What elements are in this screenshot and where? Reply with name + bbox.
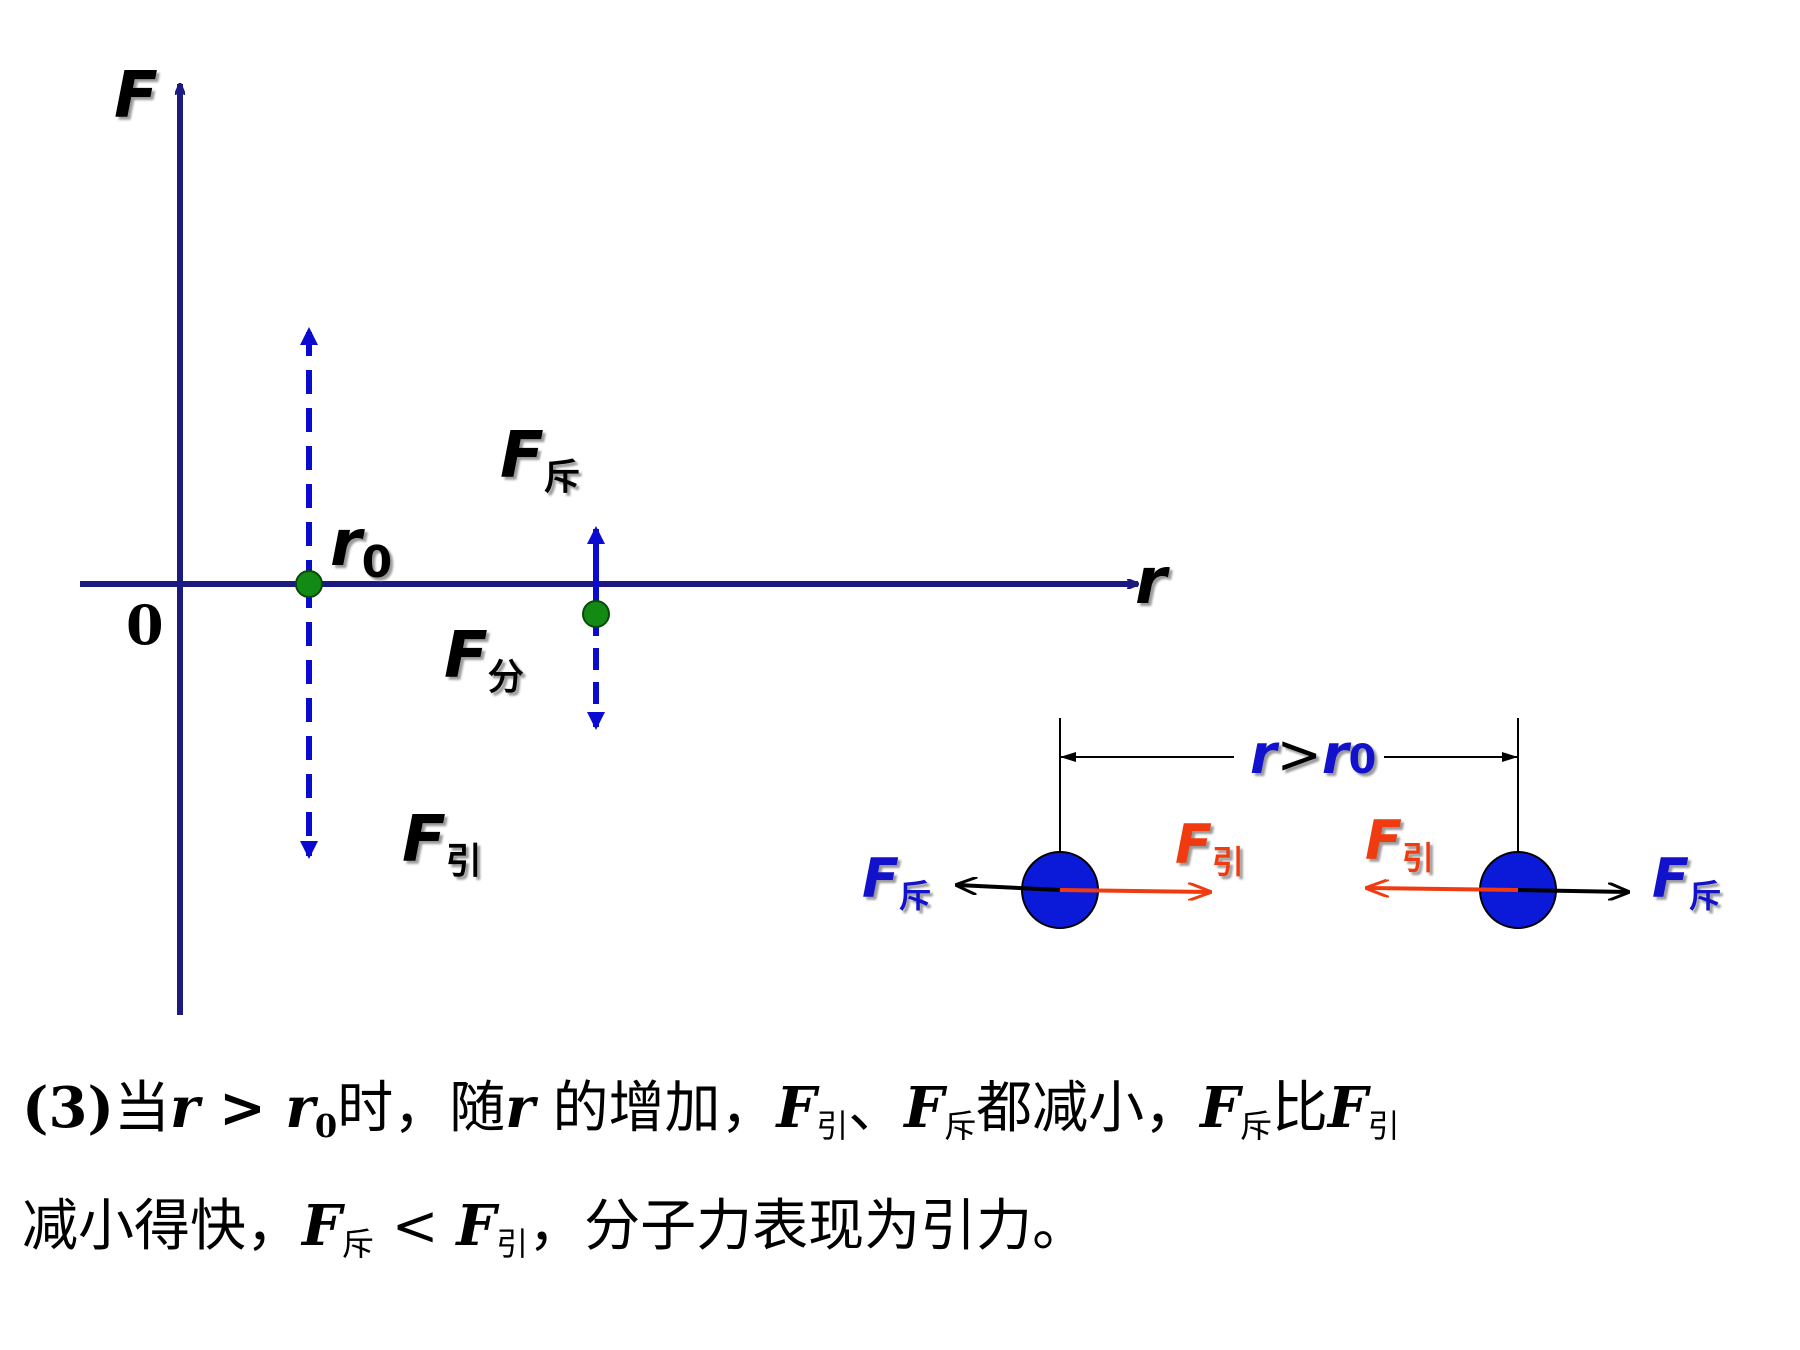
left-attraction-label: F引 [1175,818,1244,879]
molecular-force-point [582,600,610,628]
right-attraction-main: F [1365,809,1402,872]
caption-run: 比 [1271,1076,1328,1141]
caption-run: 引 [1367,1107,1400,1145]
caption-run: 引 [496,1225,529,1263]
caption-run: F [302,1193,342,1259]
r0-label-main: r [330,507,362,581]
distance-r0-main: r [1321,723,1349,786]
caption-run: 斥 [1239,1107,1272,1145]
right-attraction-arrow [1367,888,1519,890]
caption-run: > [199,1075,286,1141]
left-attraction-arrow [1059,890,1210,892]
repulsion-force-sub: 斥 [543,457,580,498]
right-repulsion-main: F [1652,847,1689,910]
caption-run: 时，随 [337,1076,506,1141]
left-repulsion-label: F斥 [862,852,931,913]
r0-label-sub: 0 [361,537,393,588]
attraction-force-main: F [402,803,446,877]
distance-r0-sub: 0 [1348,737,1377,783]
distance-r: r [1250,723,1277,786]
caption: (3)当r > r0时，随r 的增加，F引、F斥都减小，F斥比F引 减小得快，F… [22,1058,1762,1294]
caption-run: 的增加， [534,1076,777,1141]
caption-run: 、 [848,1076,905,1141]
left-attraction-sub: 引 [1211,843,1244,881]
caption-run: (3) [22,1075,114,1141]
attraction-force-label: F引 [402,808,482,880]
f-axis-label: F [114,59,158,133]
caption-run: 0 [314,1107,338,1145]
r-axis-label: r [1135,545,1167,619]
right-attraction-label: F引 [1365,814,1434,875]
left-repulsion-sub: 斥 [898,877,931,915]
left-repulsion-arrow [957,885,1061,890]
repulsion-force-main: F [500,419,544,493]
r0-label: r0 [330,512,392,585]
molecular-force-sub: 分 [487,657,524,698]
caption-run: 都减小， [976,1076,1201,1141]
caption-run: r [169,1075,200,1141]
caption-run: F [776,1075,817,1141]
caption-run: r [285,1075,315,1141]
left-repulsion-main: F [862,847,899,910]
right-repulsion-arrow [1517,890,1628,892]
right-repulsion-label: F斥 [1652,852,1721,913]
origin-label: 0 [126,593,164,657]
caption-run: F [904,1075,945,1141]
attraction-force-sub: 引 [445,841,482,882]
caption-run: F [1200,1075,1240,1141]
caption-run: ，分子力表现为引力。 [528,1194,1089,1259]
molecular-force-label: F分 [444,624,524,696]
caption-line-2: 减小得快，F斥 < F引，分子力表现为引力。 [22,1176,1762,1294]
repulsion-force-label: F斥 [500,424,580,496]
caption-run: 引 [816,1107,849,1145]
caption-run: 斥 [944,1107,977,1145]
r0-point [295,570,323,598]
caption-run: F [456,1193,497,1259]
caption-run: r [505,1075,535,1141]
left-attraction-main: F [1175,813,1212,876]
distance-label: r>r0 [1250,728,1376,782]
caption-line-1: (3)当r > r0时，随r 的增加，F引、F斥都减小，F斥比F引 [22,1058,1762,1176]
caption-run: < [373,1194,457,1259]
caption-run: F [1327,1075,1368,1141]
caption-run: 减小得快， [22,1194,302,1259]
molecular-force-main: F [444,619,488,693]
caption-run: 斥 [341,1225,374,1263]
right-attraction-sub: 引 [1401,839,1434,877]
caption-run: 当 [113,1076,170,1141]
right-repulsion-sub: 斥 [1688,877,1721,915]
distance-gt: > [1276,723,1322,786]
